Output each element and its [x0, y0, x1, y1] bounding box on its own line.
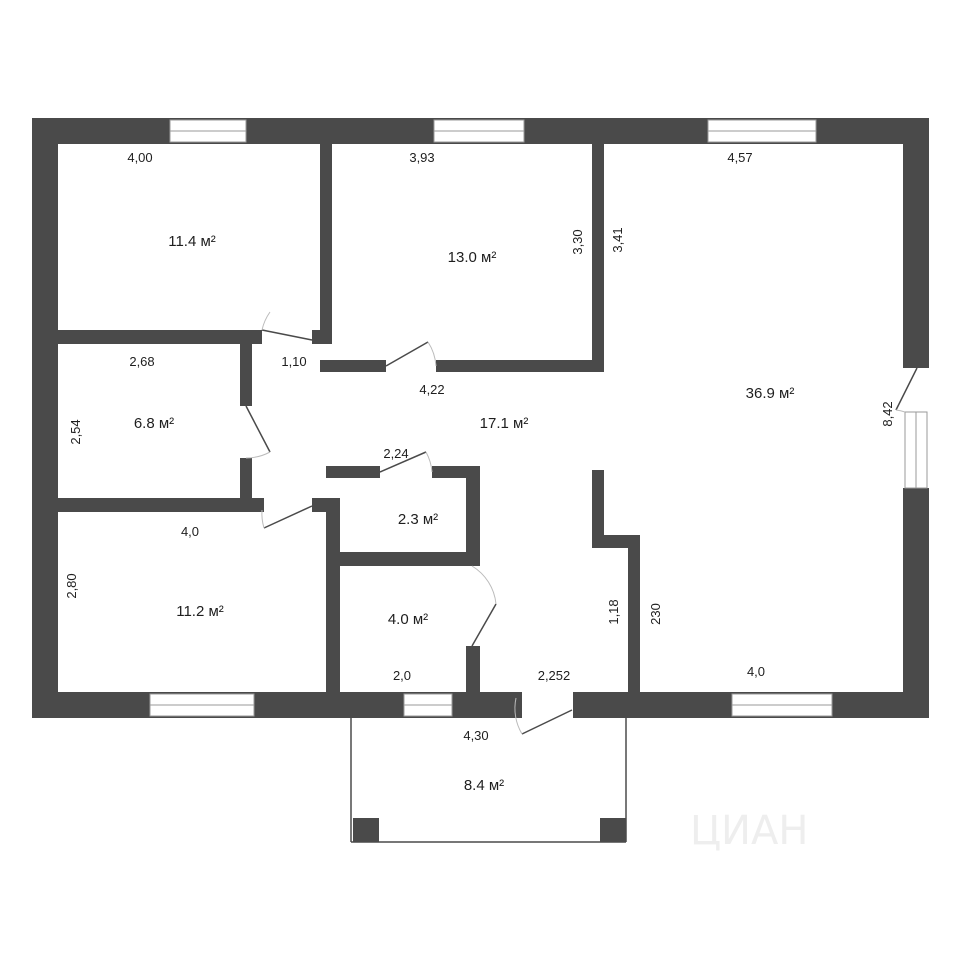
wall-top-middle-room-bottom-right: [436, 360, 604, 372]
wall-storage-bottom: [326, 552, 480, 566]
dim-top-middle-height: 3,30: [570, 229, 585, 254]
area-living-room: 36.9 м²: [746, 385, 795, 402]
window-right: [904, 411, 928, 489]
terrace-post-right: [600, 818, 626, 842]
dim-living-height-lower: 230: [648, 603, 663, 625]
dim-living-width: 4,57: [727, 150, 752, 165]
door-bathroom: [471, 565, 497, 647]
window-top-middle: [433, 119, 525, 143]
dim-corridor-height: 1,18: [606, 599, 621, 624]
doors: [245, 311, 918, 735]
dim-top-left-width: 4,00: [127, 150, 152, 165]
wall-column-top: [592, 470, 604, 548]
dim-storage-width: 2,24: [383, 446, 408, 461]
door-bottom-left-room: [261, 505, 313, 529]
window-bottom-right: [731, 693, 833, 717]
wall-small-room-bottom: [58, 498, 264, 512]
window-bottom-left: [149, 693, 255, 717]
area-hall: 17.1 м²: [480, 415, 529, 432]
dim-door-gap: 1,10: [281, 354, 306, 369]
window-top-left: [169, 119, 247, 143]
area-bedroom-top-left: 11.4 м²: [168, 233, 216, 250]
dim-entry-width: 2,252: [538, 668, 571, 683]
wall-bottom-left-room-right: [326, 498, 340, 692]
dimension-labels: 4,00 3,93 4,57 3,30 3,41 1,10 2,68 4,22 …: [64, 150, 895, 743]
area-small-room-left: 6.8 м²: [134, 415, 174, 432]
dim-terrace-width: 4,30: [463, 728, 488, 743]
door-top-left-room: [261, 311, 313, 341]
window-bottom-bathroom: [403, 693, 453, 717]
wall-top-middle-room-bottom-left: [320, 360, 386, 372]
watermark: ЦИАН: [690, 808, 808, 854]
wall-top-left-room-bottom: [58, 330, 262, 344]
dim-living-height-upper: 3,41: [610, 227, 625, 252]
terrace: [350, 718, 627, 843]
area-terrace: 8.4 м²: [464, 777, 504, 794]
window-top-right: [707, 119, 817, 143]
dim-small-room-width: 2,68: [129, 354, 154, 369]
wall-storage-top-left: [326, 466, 380, 478]
area-bedroom-top-middle: 13.0 м²: [448, 249, 497, 266]
dim-small-room-height: 2,54: [68, 419, 83, 444]
windows: [149, 119, 928, 717]
dim-bathroom-width: 2,0: [393, 668, 411, 683]
interior-walls: [58, 144, 640, 692]
dim-bottom-left-width: 4,0: [181, 524, 199, 539]
wall-right-upper: [903, 118, 929, 368]
wall-corridor-right: [628, 535, 640, 692]
wall-top-middle-room-right: [592, 144, 604, 372]
door-small-room: [245, 405, 271, 459]
wall-small-room-right-upper: [240, 344, 252, 406]
wall-left: [32, 118, 58, 718]
dim-living-bottom-width: 4,0: [747, 664, 765, 679]
door-entrance: [514, 697, 573, 735]
wall-stub: [312, 330, 332, 344]
door-top-middle-room: [385, 341, 437, 367]
area-labels: 11.4 м² 13.0 м² 36.9 м² 6.8 м² 17.1 м² 2…: [134, 233, 795, 794]
wall-top-left-room-right: [320, 144, 332, 332]
dim-bottom-left-height: 2,80: [64, 573, 79, 598]
wall-storage-right: [466, 466, 480, 566]
wall-right-lower: [903, 488, 929, 718]
area-storage: 2.3 м²: [398, 511, 438, 528]
terrace-post-left: [353, 818, 379, 842]
dim-top-middle-width: 3,93: [409, 150, 434, 165]
area-bathroom: 4.0 м²: [388, 611, 428, 628]
door-living-room-side: [895, 367, 918, 413]
wall-bathroom-right: [466, 646, 480, 692]
area-bedroom-bottom-left: 11.2 м²: [176, 603, 224, 620]
dim-living-depth: 8,42: [880, 401, 895, 426]
dim-hall-width: 4,22: [419, 382, 444, 397]
door-storage: [379, 451, 433, 473]
